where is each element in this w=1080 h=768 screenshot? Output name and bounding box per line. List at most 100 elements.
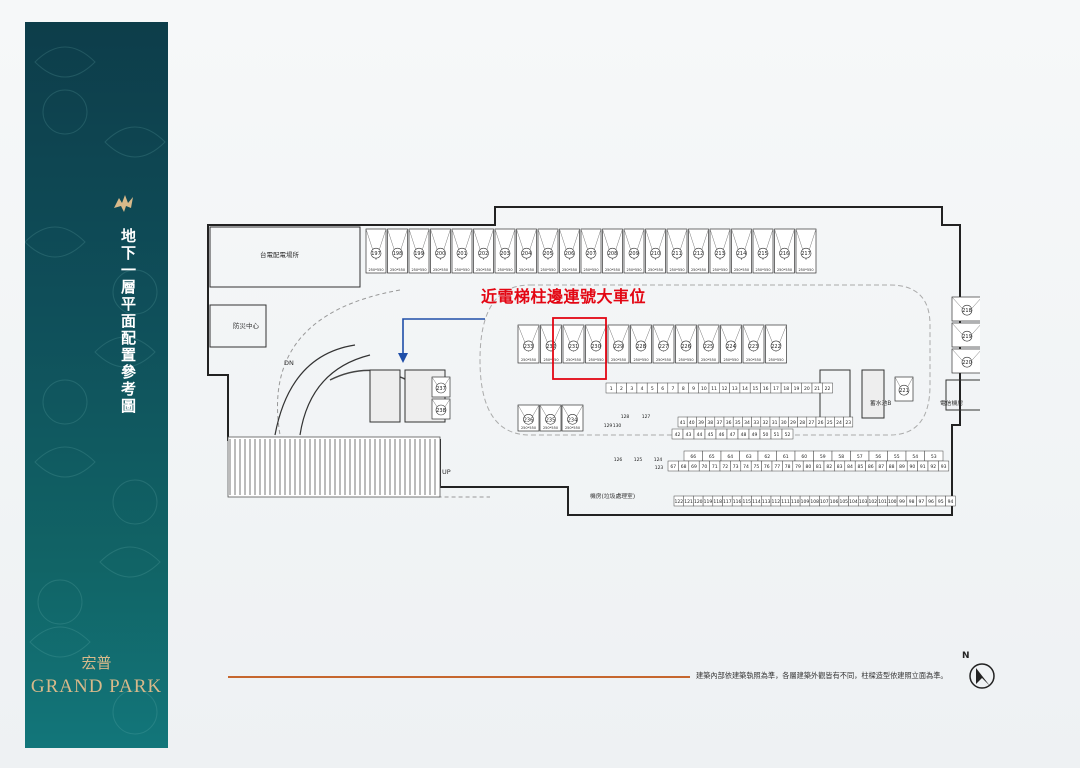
- footer-rule: [228, 676, 690, 678]
- stall-number: 91: [920, 464, 926, 470]
- stall-number: 18: [783, 386, 789, 392]
- stall-number: 23: [845, 420, 851, 426]
- floor-plan: 197250*550198250*550199250*550200250*550…: [207, 206, 980, 516]
- stall-number-circle: [478, 247, 489, 259]
- stall-number-circle: [635, 340, 647, 352]
- stall-number: 90: [910, 464, 916, 470]
- stall-number: 206: [565, 251, 575, 257]
- stall-number: 42: [675, 432, 681, 438]
- stall-number: 204: [522, 251, 532, 257]
- stall-number-circle: [680, 340, 692, 352]
- page-title: 地下一層平面配置參考圖: [119, 228, 137, 415]
- stall-number: 12: [722, 386, 728, 392]
- stall-number-circle: [613, 340, 624, 352]
- stall-number: 203: [500, 251, 510, 257]
- stall-number: 26: [818, 420, 824, 426]
- stall-number: 2: [620, 386, 623, 392]
- stall-number: 105: [839, 499, 848, 505]
- stall-marking: [494, 228, 516, 261]
- stall-number: 46: [719, 432, 725, 438]
- stall-number: 54: [912, 454, 918, 460]
- stall-size-label: 250*550: [565, 426, 580, 430]
- numbered-space: [945, 495, 956, 507]
- stall-size-label: 250*550: [712, 268, 727, 272]
- stall-number: 51: [774, 432, 780, 438]
- parking-annotation: 近電梯柱邊連號大車位: [481, 287, 647, 306]
- stall-number: 107: [820, 499, 829, 505]
- stall-number-circle: [779, 247, 790, 259]
- stall-number: 66: [690, 454, 696, 460]
- stall-number: 67: [670, 464, 676, 470]
- stall-number: 10: [701, 386, 707, 392]
- stall-size-label: 250*550: [519, 268, 534, 272]
- highlight-box: [552, 317, 607, 380]
- stall-number-circle: [736, 247, 747, 259]
- stall-marking: [451, 228, 473, 261]
- stall-number: 202: [479, 251, 489, 257]
- stall-marking: [720, 324, 742, 353]
- stall-number: 98: [909, 499, 915, 505]
- numbered-space: [822, 382, 833, 394]
- stall-number: 127: [642, 414, 651, 420]
- stall-number-circle: [564, 247, 575, 259]
- stall-number-circle: [413, 247, 425, 259]
- stall-number: 102: [869, 499, 878, 505]
- stall-number: 124: [654, 457, 663, 463]
- room-telecom: 電信機房: [940, 399, 963, 407]
- stall-number-circle: [961, 330, 973, 342]
- stall-size-label: 250*550: [411, 268, 426, 272]
- stall-number: 31: [772, 420, 778, 426]
- stall-number-circle: [590, 340, 602, 352]
- stall-size-label: 250*550: [562, 268, 577, 272]
- stall-number: 109: [801, 499, 810, 505]
- stall-marking: [540, 324, 562, 353]
- stall-number: 231: [569, 344, 579, 350]
- stall-number: 198: [393, 251, 403, 257]
- stall-number: 86: [868, 464, 874, 470]
- stall-number: 199: [414, 251, 424, 257]
- stall-size-label: 250*550: [669, 268, 684, 272]
- stall-number: 15: [752, 386, 758, 392]
- stall-number: 57: [857, 454, 863, 460]
- stall-number-circle: [435, 404, 447, 416]
- stall-number-circle: [585, 247, 597, 259]
- stall-size-label: 250*550: [566, 358, 581, 362]
- stall-size-label: 250*550: [678, 358, 693, 362]
- stall-number: 50: [763, 432, 769, 438]
- stall-number-circle: [435, 382, 447, 394]
- stall-marking: [697, 324, 720, 353]
- stall-size-label: 250*550: [433, 268, 448, 272]
- stall-marking: [607, 324, 630, 353]
- stall-number: 65: [709, 454, 715, 460]
- stall-number: 227: [659, 344, 669, 350]
- stall-number: 30: [781, 420, 787, 426]
- stall-number: 95: [938, 499, 944, 505]
- stall-number: 69: [691, 464, 697, 470]
- stall-number: 130: [613, 423, 622, 429]
- label-up: UP: [442, 468, 451, 476]
- stall-number-circle: [650, 247, 661, 259]
- stall-number: 52: [785, 432, 791, 438]
- stall-number: 71: [712, 464, 718, 470]
- stall-number: 36: [726, 420, 732, 426]
- stall-number: 83: [837, 464, 843, 470]
- stall-marking: [580, 228, 602, 261]
- stall-number-circle: [757, 247, 769, 259]
- stall-number: 219: [962, 334, 972, 340]
- stall-number: 82: [826, 464, 832, 470]
- stall-number: 73: [733, 464, 739, 470]
- stall-number: 122: [675, 499, 684, 505]
- stall-marking: [666, 228, 688, 261]
- stall-size-label: 250*550: [734, 268, 749, 272]
- stall-number: 214: [737, 251, 747, 257]
- stall-number: 44: [697, 432, 703, 438]
- stall-number-circle: [693, 247, 704, 259]
- stall-number: 21: [814, 386, 820, 392]
- stall-number-circle: [714, 247, 726, 259]
- numbered-space: [781, 428, 794, 440]
- stall-size-label: 250*550: [543, 358, 558, 362]
- stall-number: 37: [717, 420, 723, 426]
- stall-number: 113: [762, 499, 771, 505]
- stall-size-label: 250*550: [777, 268, 792, 272]
